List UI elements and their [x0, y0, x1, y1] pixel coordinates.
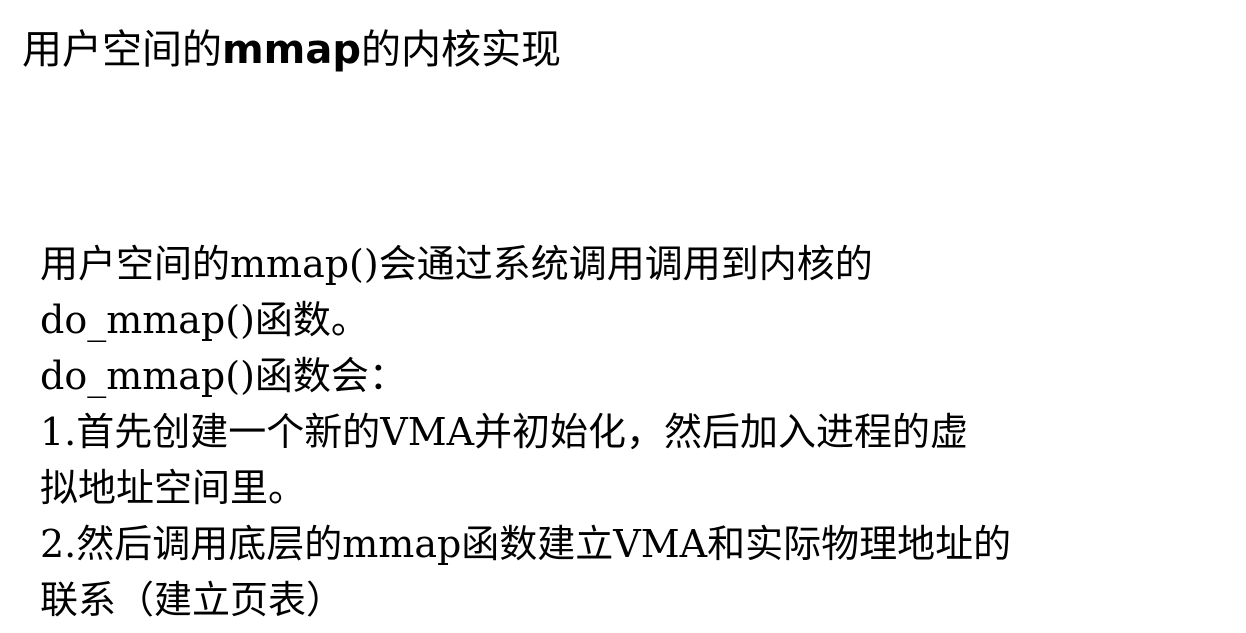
body-line: 2.然后调用底层的mmap函数建立VMA和实际物理地址的	[40, 522, 1012, 566]
body-line: do_mmap()函数。	[40, 298, 369, 342]
slide-title: 用户空间的mmap的内核实现	[22, 22, 561, 78]
body-line: do_mmap()函数会：	[40, 354, 407, 398]
title-part-3: 的内核实现	[360, 27, 561, 73]
body-line: 用户空间的mmap()会通过系统调用调用到内核的	[40, 242, 873, 286]
slide-body: 用户空间的mmap()会通过系统调用调用到内核的 do_mmap()函数。 do…	[40, 236, 1220, 628]
title-part-1: 用户空间的	[22, 27, 222, 73]
body-line: 联系（建立页表）	[40, 578, 345, 622]
body-line: 拟地址空间里。	[40, 466, 307, 510]
title-part-2: mmap	[222, 27, 361, 73]
body-line: 1.首先创建一个新的VMA并初始化，然后加入进程的虚	[40, 410, 969, 454]
